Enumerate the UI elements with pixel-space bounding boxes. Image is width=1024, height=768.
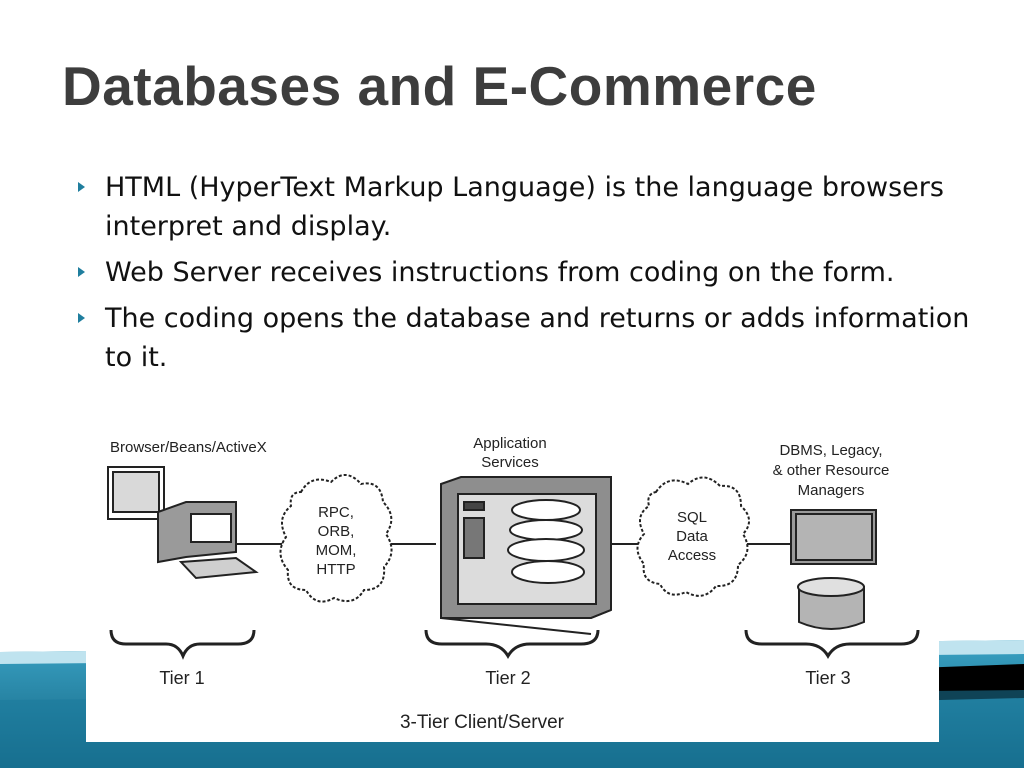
bullet-item: The coding opens the database and return… (78, 299, 978, 377)
client-label: Browser/Beans/ActiveX (110, 439, 267, 456)
slide-title: Databases and E-Commerce (62, 55, 817, 117)
bullet-arrow-icon (78, 182, 85, 192)
database-icon (790, 509, 877, 630)
computer-icon (107, 466, 259, 580)
bullet-item: Web Server receives instructions from co… (78, 253, 978, 292)
resource-label-line3: Managers (798, 482, 865, 499)
diagram-caption: 3-Tier Client/Server (400, 712, 565, 733)
tier3-label: Tier 3 (805, 668, 850, 688)
app-label-line1: Application (473, 435, 546, 452)
app-label-line2: Services (481, 454, 539, 471)
bullet-text: HTML (HyperText Markup Language) is the … (105, 172, 944, 242)
cloud2-label-line2: Data (676, 528, 708, 545)
diagram-canvas: Browser/Beans/ActiveX Application Servic… (107, 435, 920, 733)
cloud1-label-line2: ORB, (318, 523, 355, 540)
cloud2-label-line1: SQL (677, 509, 707, 526)
tier2-label: Tier 2 (485, 668, 530, 688)
three-tier-diagram: Browser/Beans/ActiveX Application Servic… (86, 422, 939, 742)
resource-label-line2: & other Resource (773, 462, 890, 479)
cloud1-label-line4: HTTP (316, 561, 355, 578)
cloud2-label-line3: Access (668, 547, 716, 564)
cloud-icon (279, 474, 393, 603)
bullet-arrow-icon (78, 313, 85, 323)
cloud-icon (636, 476, 750, 597)
bullet-arrow-icon (78, 267, 85, 277)
cloud1-label-line3: MOM, (316, 542, 357, 559)
cloud1-label-line1: RPC, (318, 504, 354, 521)
server-icon (440, 476, 612, 635)
bullet-text: The coding opens the database and return… (105, 303, 970, 373)
bullet-item: HTML (HyperText Markup Language) is the … (78, 168, 978, 246)
tier1-label: Tier 1 (159, 668, 204, 688)
bullet-text: Web Server receives instructions from co… (105, 257, 895, 288)
bullet-list: HTML (HyperText Markup Language) is the … (78, 168, 978, 384)
tier-braces (109, 629, 920, 660)
resource-label-line1: DBMS, Legacy, (779, 442, 882, 459)
